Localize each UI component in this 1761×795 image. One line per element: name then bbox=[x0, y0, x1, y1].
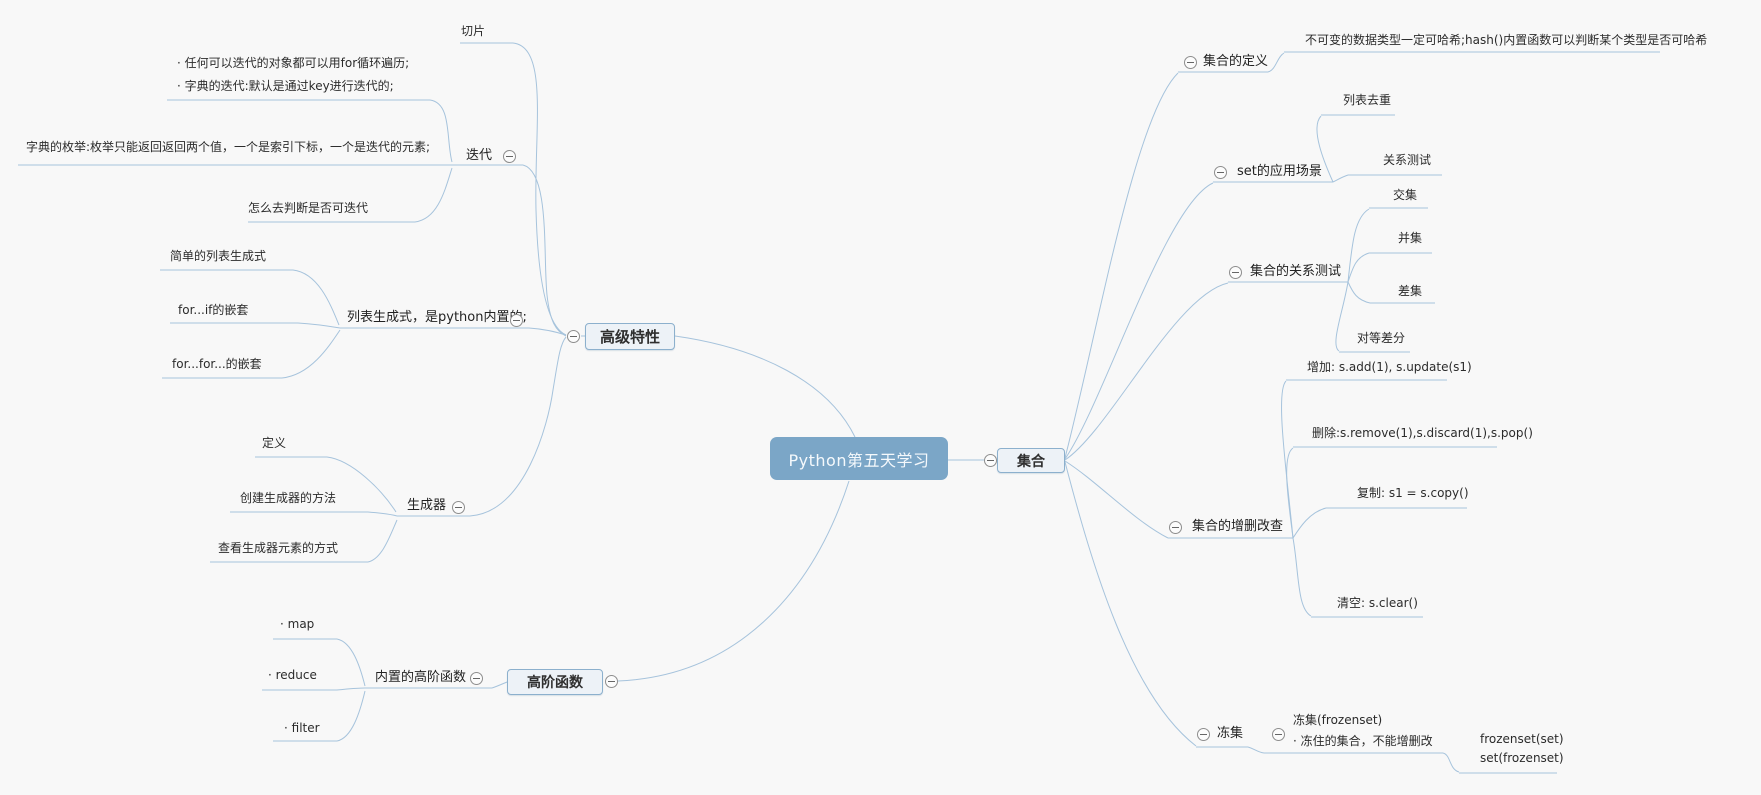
topic-reduce[interactable]: · reduce bbox=[268, 668, 317, 682]
topic-frozenset-code2[interactable]: set(frozenset) bbox=[1480, 751, 1564, 765]
branch-dedupe-link bbox=[1316, 115, 1334, 183]
branch-map-link bbox=[336, 638, 366, 687]
topic-iteration[interactable]: 迭代 bbox=[466, 148, 493, 163]
branch-copy-link bbox=[1292, 507, 1327, 539]
branch-intersection-link bbox=[1347, 208, 1370, 283]
topic-generator[interactable]: 生成器 bbox=[407, 498, 447, 513]
topic-relation-test[interactable]: 集合的关系测试 bbox=[1250, 264, 1342, 279]
collapse-icon-relation-test[interactable] bbox=[1229, 266, 1242, 279]
branch-lc-forfor-link bbox=[281, 329, 341, 379]
branch-gen-def-link bbox=[326, 456, 397, 513]
topic-set-clear[interactable]: 清空: s.clear() bbox=[1337, 596, 1418, 610]
topic-relation-test-leaf[interactable]: 关系测试 bbox=[1383, 153, 1432, 167]
collapse-icon-builtin-hof[interactable] bbox=[470, 672, 483, 685]
collapse-icon-frozen[interactable] bbox=[1197, 728, 1210, 741]
topic-for-if-nesting[interactable]: for...if的嵌套 bbox=[178, 303, 249, 317]
branch-adv-central-link bbox=[674, 335, 856, 438]
branch-builtin-link bbox=[491, 681, 508, 689]
branch-usage-link bbox=[1064, 182, 1214, 460]
branch-setdef-note-link bbox=[1267, 52, 1285, 73]
topic-map[interactable]: · map bbox=[280, 617, 315, 631]
branch-iter-link bbox=[522, 164, 567, 337]
branch-frozengroup-link bbox=[1247, 746, 1265, 754]
topic-difference[interactable]: 差集 bbox=[1398, 284, 1423, 298]
branch-frozencode-link bbox=[1442, 752, 1460, 773]
branch-lc-forif-link bbox=[297, 322, 341, 329]
branch-filter-link bbox=[336, 690, 366, 742]
topic-set-usage[interactable]: set的应用场景 bbox=[1237, 164, 1322, 179]
branch-gen-create-link bbox=[367, 511, 398, 517]
branch-reduce-link bbox=[336, 687, 366, 691]
branch-gen-link bbox=[469, 336, 567, 517]
topic-set[interactable]: 集合 bbox=[997, 448, 1065, 473]
collapse-icon-frozen-group[interactable] bbox=[1272, 728, 1285, 741]
topic-dict-enum[interactable]: 字典的枚举:枚举只能返回返回两个值，一个是索引下标，一个是迭代的元素; bbox=[26, 140, 431, 154]
topic-intersection[interactable]: 交集 bbox=[1393, 188, 1418, 202]
topic-set-copy[interactable]: 复制: s1 = s.copy() bbox=[1357, 486, 1469, 500]
collapse-icon-advanced[interactable] bbox=[567, 330, 580, 343]
topic-set-add[interactable]: 增加: s.add(1), s.update(s1) bbox=[1307, 360, 1472, 374]
branch-lc-simple-link bbox=[292, 269, 340, 326]
topic-slice[interactable]: 切片 bbox=[461, 24, 486, 38]
collapse-icon-set[interactable] bbox=[984, 454, 997, 467]
branch-hof-central-link bbox=[617, 480, 850, 682]
topic-generator-view[interactable]: 查看生成器元素的方式 bbox=[218, 541, 339, 555]
branch-gen-view-link bbox=[367, 519, 398, 563]
topic-higher-order-functions[interactable]: 高阶函数 bbox=[507, 669, 603, 695]
topic-list-comprehension[interactable]: 列表生成式，是python内置的; bbox=[347, 310, 527, 325]
topic-set-definition[interactable]: 集合的定义 bbox=[1203, 54, 1269, 69]
branch-frozen-link bbox=[1064, 461, 1197, 747]
topic-filter[interactable]: · filter bbox=[284, 721, 320, 735]
topic-symmetric-difference[interactable]: 对等差分 bbox=[1357, 331, 1406, 345]
topic-simple-listcomp[interactable]: 简单的列表生成式 bbox=[170, 249, 267, 263]
collapse-icon-iteration[interactable] bbox=[503, 150, 516, 163]
topic-set-remove[interactable]: 删除:s.remove(1),s.discard(1),s.pop() bbox=[1312, 426, 1533, 440]
branch-union-link bbox=[1347, 252, 1370, 283]
branch-setdef-link bbox=[1064, 72, 1179, 459]
topic-union[interactable]: 并集 bbox=[1398, 231, 1423, 245]
branch-difference-link bbox=[1347, 281, 1371, 304]
topic-judge-iterable[interactable]: 怎么去判断是否可迭代 bbox=[248, 201, 369, 215]
branch-crud-link bbox=[1064, 460, 1169, 539]
topic-frozen-note-line2[interactable]: · 冻住的集合，不能增删改 bbox=[1293, 734, 1433, 748]
collapse-icon-listcomp[interactable] bbox=[510, 314, 523, 327]
topic-frozenset-code1[interactable]: frozenset(set) bbox=[1480, 732, 1564, 746]
topic-for-for-nesting[interactable]: for...for...的嵌套 bbox=[172, 357, 262, 371]
branch-iter-note-link bbox=[429, 99, 453, 163]
topic-generator-definition[interactable]: 定义 bbox=[262, 436, 287, 450]
topic-generator-create[interactable]: 创建生成器的方法 bbox=[240, 491, 337, 505]
branch-relation-link bbox=[1332, 174, 1349, 183]
collapse-icon-crud[interactable] bbox=[1169, 521, 1182, 534]
topic-frozen-note-line1[interactable]: 冻集(frozenset) bbox=[1293, 713, 1383, 727]
topic-crud[interactable]: 集合的增删改查 bbox=[1192, 519, 1284, 534]
topic-dedupe[interactable]: 列表去重 bbox=[1343, 93, 1392, 107]
branch-lc-link bbox=[528, 327, 567, 336]
branch-clear-link bbox=[1292, 537, 1312, 617]
collapse-icon-hof[interactable] bbox=[605, 675, 618, 688]
topic-hashable-note[interactable]: 不可变的数据类型一定可哈希;hash()内置函数可以判断某个类型是否可哈希 bbox=[1305, 33, 1708, 47]
collapse-icon-set-usage[interactable] bbox=[1214, 166, 1227, 179]
topic-builtin-hof[interactable]: 内置的高阶函数 bbox=[375, 670, 467, 685]
topic-frozen[interactable]: 冻集 bbox=[1217, 726, 1244, 741]
topic-iteration-note-line1[interactable]: · 任何可以迭代的对象都可以用for循环遍历; bbox=[177, 56, 410, 70]
branch-symmetric-link bbox=[1335, 281, 1349, 352]
branch-iter-judge-link bbox=[414, 167, 453, 223]
topic-iteration-note-line2[interactable]: · 字典的迭代:默认是通过key进行迭代的; bbox=[177, 79, 394, 93]
collapse-icon-set-definition[interactable] bbox=[1184, 56, 1197, 69]
central-topic[interactable]: Python第五天学习 bbox=[770, 437, 948, 480]
branch-reltest-link bbox=[1064, 282, 1229, 461]
branch-add-link bbox=[1281, 380, 1294, 539]
collapse-icon-generator[interactable] bbox=[452, 501, 465, 514]
topic-advanced-features[interactable]: 高级特性 bbox=[585, 323, 675, 350]
branch-remove-link bbox=[1286, 447, 1294, 539]
